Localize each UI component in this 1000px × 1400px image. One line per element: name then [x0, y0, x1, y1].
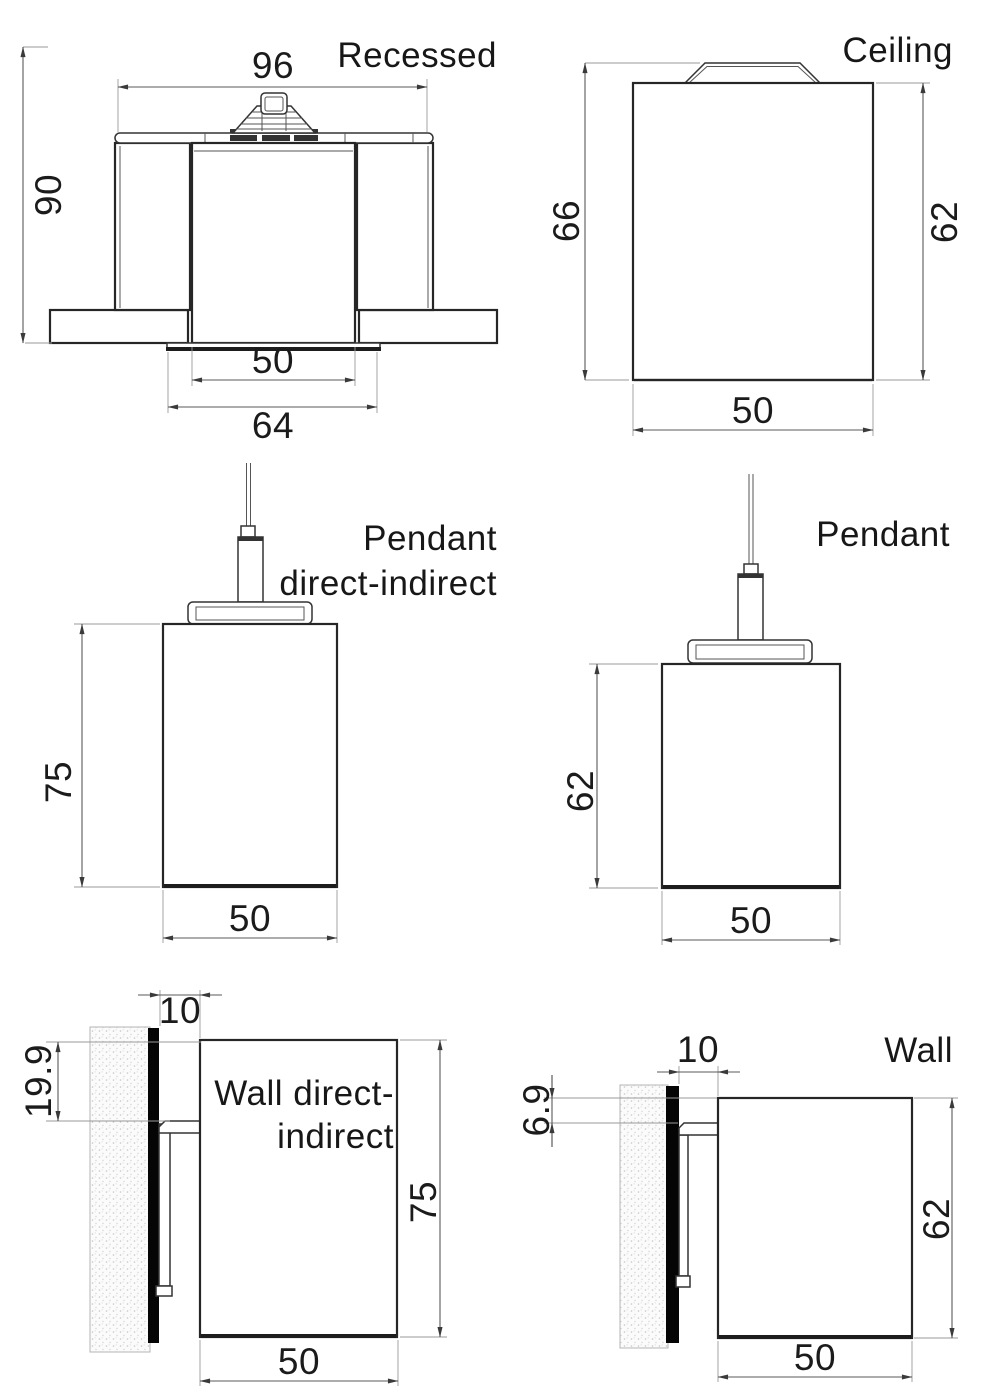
recessed-dim-height: 90: [28, 174, 69, 216]
pendant-title: Pendant: [816, 515, 950, 554]
recessed-left-wing: [113, 141, 192, 312]
pendant-di-dim-width: 50: [229, 898, 271, 939]
pendant-di-collar-inner: [195, 606, 305, 621]
recessed-cable-connector: [260, 92, 288, 115]
recessed-dim-width-top: 96: [252, 45, 294, 86]
wall-di-mount-plate: [148, 1028, 159, 1343]
wall-di-dim-top-offset: 19.9: [18, 1044, 59, 1118]
wall-di-title-line1: Wall direct-: [214, 1074, 394, 1113]
recessed-body: [190, 141, 357, 345]
ceiling-body: [631, 81, 875, 382]
wall-diagram: 10 6.9 62 50 Wall: [516, 1029, 958, 1382]
pendant-dim-width: 50: [730, 900, 772, 941]
recessed-right-flange: [357, 308, 499, 345]
pendant-strain-relief-cap: [738, 574, 763, 578]
pendant-di-collar: [187, 601, 313, 625]
recessed-cable-connector-inner: [264, 96, 284, 112]
wall-dim-width: 50: [794, 1337, 836, 1378]
wall-di-dim-wall-offset: 10: [159, 990, 201, 1031]
wall-bracket-bar: [678, 1134, 689, 1277]
recessed-left-flange: [48, 308, 190, 345]
wall-di-wall-section: [89, 1026, 151, 1353]
wall-dim-wall-offset: 10: [677, 1029, 719, 1070]
pendant-di-strain-relief: [237, 536, 264, 603]
wall-di-bracket-foot: [155, 1285, 173, 1297]
recessed-plate-contact-right: [294, 135, 318, 141]
wall-bracket-foot: [675, 1275, 691, 1288]
pendant-di-title-line2: direct-indirect: [279, 564, 497, 603]
ceiling-dim-height-body: 62: [924, 201, 965, 243]
wall-dim-height: 62: [916, 1198, 957, 1240]
wall-di-bracket-bar: [158, 1123, 171, 1287]
pendant-dim-height: 62: [560, 770, 601, 812]
recessed-plate-contact-mid: [262, 135, 290, 141]
pendant-collar: [687, 639, 813, 664]
pendant-di-title-line1: Pendant: [363, 519, 497, 558]
ceiling-dim-width: 50: [732, 390, 774, 431]
recessed-diagram: 96 90 50 64 Recessed: [20, 36, 499, 446]
wall-dim-top-offset: 6.9: [516, 1084, 557, 1137]
pendant-di-cable-nub: [240, 525, 256, 538]
pendant-collar-inner: [695, 644, 805, 660]
wall-arm: [678, 1122, 719, 1136]
recessed-dim-width-trim: 64: [252, 405, 294, 446]
recessed-title: Recessed: [337, 36, 497, 75]
recessed-spring-cone: [231, 105, 317, 134]
wall-di-title-line2: indirect: [277, 1117, 394, 1156]
wall-di-dim-height: 75: [403, 1181, 444, 1223]
wall-wall-section: [619, 1084, 669, 1349]
recessed-plate-contact-left: [230, 135, 257, 141]
pendant-direct-indirect-diagram: 75 50 Pendant direct-indirect: [38, 463, 497, 943]
ceiling-dim-height-total: 66: [546, 200, 587, 242]
wall-body: [716, 1096, 914, 1340]
ceiling-diagram: 66 62 50 Ceiling: [546, 31, 965, 436]
wall-mount-plate: [666, 1086, 679, 1343]
wall-title: Wall: [884, 1031, 953, 1070]
recessed-dim-width-body: 50: [252, 340, 294, 381]
wall-di-arm: [158, 1120, 203, 1134]
ceiling-mount-bump-inner: [688, 66, 817, 84]
ceiling-title: Ceiling: [843, 31, 954, 70]
pendant-di-body: [161, 622, 339, 889]
pendant-strain-relief: [737, 573, 764, 641]
wall-direct-indirect-diagram: 10 19.9 75 50 Wall direct- indirect: [18, 990, 447, 1386]
wall-di-dim-width: 50: [278, 1341, 320, 1382]
wall-di-body: [198, 1038, 399, 1339]
pendant-body: [660, 662, 842, 890]
pendant-di-strain-relief-cap: [238, 537, 263, 541]
pendant-cable-nub: [743, 563, 759, 575]
pendant-diagram: 62 50 Pendant: [560, 474, 950, 945]
pendant-di-dim-height: 75: [38, 761, 79, 803]
recessed-right-wing: [355, 141, 435, 312]
